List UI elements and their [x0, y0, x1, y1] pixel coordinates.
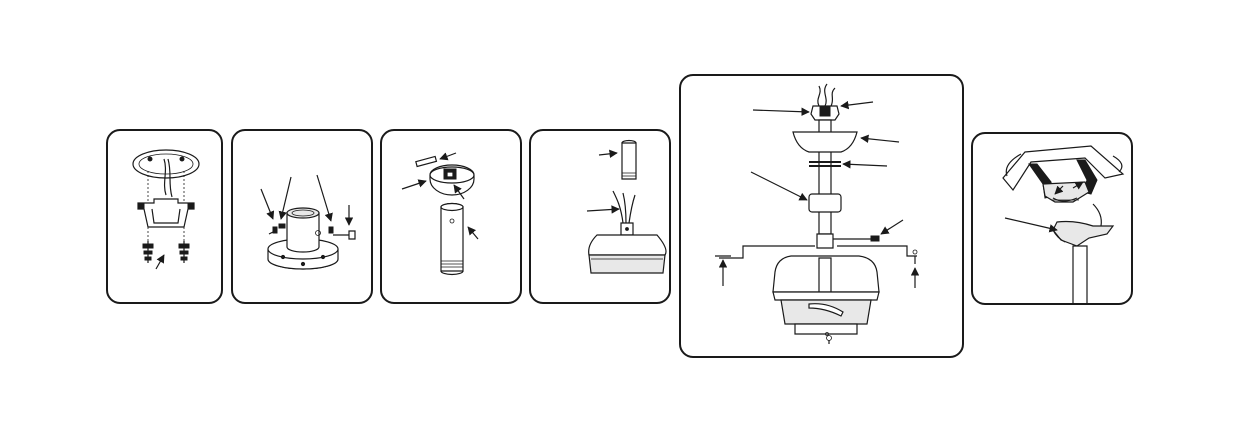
panel-downrod-assembly	[380, 129, 522, 304]
hang-fan-drawing	[973, 134, 1133, 305]
screw-right	[179, 241, 189, 263]
panel-hanger-ball-bracket	[231, 129, 373, 304]
panel-wire-feed-through-downrod	[529, 129, 671, 304]
ceiling-bracket-drawing	[108, 131, 223, 304]
fan-assembly-drawing	[681, 76, 964, 358]
hanger-bracket-drawing	[233, 131, 373, 304]
wire-feed-drawing	[531, 131, 671, 304]
screw-left	[143, 241, 153, 263]
panel-ceiling-bracket-mounting	[106, 129, 223, 304]
downrod-drawing	[382, 131, 522, 304]
panel-fan-assembly-overview	[679, 74, 964, 358]
panel-hang-fan-on-bracket	[971, 132, 1133, 305]
